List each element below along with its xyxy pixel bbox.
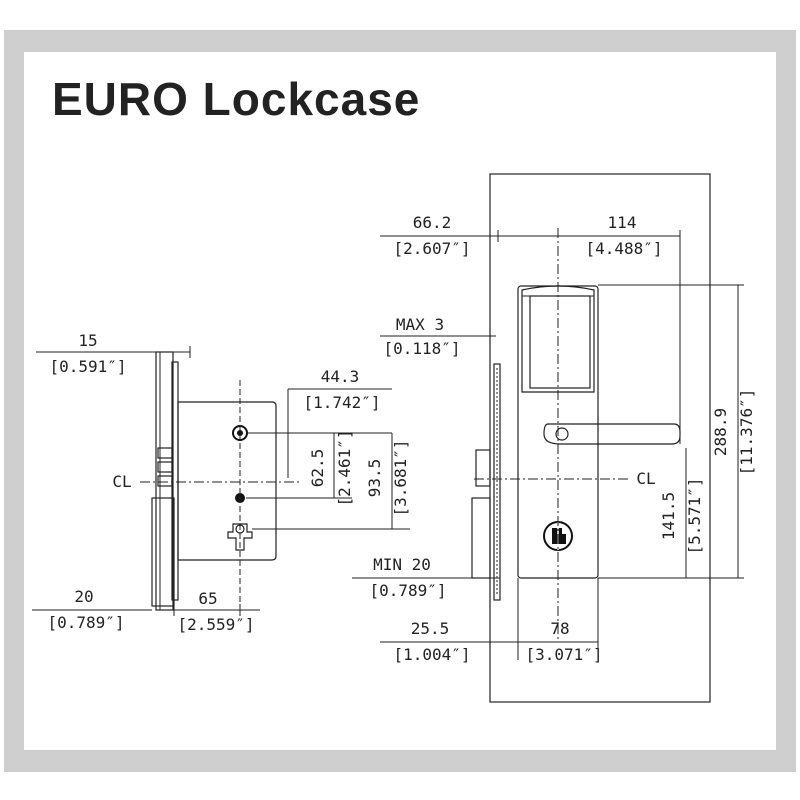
card-reader: [521, 285, 595, 393]
dim-93-5-mm: 93.5: [365, 459, 384, 498]
dim-20-in: [0.789″]: [47, 613, 124, 632]
dim-114-in: [4.488″]: [585, 239, 662, 258]
dim-141-5-in: [5.571″]: [685, 477, 704, 554]
key-icon: [552, 528, 566, 544]
dim-max-3-in: [0.118″]: [383, 339, 460, 358]
dim-62-5-mm: 62.5: [308, 449, 327, 488]
cl-label-left: CL: [112, 472, 131, 491]
dim-114-mm: 114: [608, 213, 637, 232]
door-panel: [489, 173, 711, 703]
dim-141-5-mm: 141.5: [659, 492, 678, 540]
dim-66-2-in: [2.607″]: [393, 239, 470, 258]
dim-62-5-in: [2.461″]: [335, 429, 354, 506]
dim-65-in: [2.559″]: [177, 615, 254, 634]
dim-44-3-in: [1.742″]: [303, 393, 380, 412]
edge-latch: [475, 449, 491, 487]
dim-min-20-mm: MIN 20: [373, 555, 431, 574]
lockcase-drawing: [140, 351, 300, 612]
door-dimensions: 66.2 [2.607″] 114 [4.488″] MAX 3 [0.118″…: [352, 213, 756, 664]
cl-label-right: CL: [636, 469, 655, 488]
diagram-title: EURO Lockcase: [52, 73, 421, 125]
door-edge-strip: [493, 363, 501, 601]
dim-max-3-mm: MAX 3: [396, 315, 444, 334]
dim-66-2-mm: 66.2: [413, 213, 452, 232]
dim-288-9-mm: 288.9: [711, 408, 730, 456]
dim-78-in: [3.071″]: [525, 645, 602, 664]
dim-20-mm: 20: [74, 587, 93, 606]
edge-deadbolt: [471, 497, 491, 579]
dim-288-9-in: [11.376″]: [737, 389, 756, 476]
cylinder-hole: [227, 523, 253, 551]
lockcase-body: [177, 401, 277, 561]
deadbolt-housing: [151, 497, 175, 607]
lockcase-dimensions: 15 [0.591″] CL 20 [0.789″] 65 [2.559″] 4…: [32, 331, 410, 634]
dim-min-20-in: [0.789″]: [369, 581, 446, 600]
dim-25-5-mm: 25.5: [411, 619, 450, 638]
dim-15-mm: 15: [78, 331, 97, 350]
dim-65-mm: 65: [198, 589, 217, 608]
latch-bolt: [157, 447, 173, 459]
lever-handle: [543, 423, 681, 445]
reader-window: [529, 295, 591, 389]
dim-93-5-in: [3.681″]: [391, 439, 410, 516]
dim-15-in: [0.591″]: [49, 357, 126, 376]
dim-78-mm: 78: [550, 619, 569, 638]
frame-inner: [24, 52, 776, 750]
dim-25-5-in: [1.004″]: [393, 645, 470, 664]
dim-44-3-mm: 44.3: [321, 367, 360, 386]
